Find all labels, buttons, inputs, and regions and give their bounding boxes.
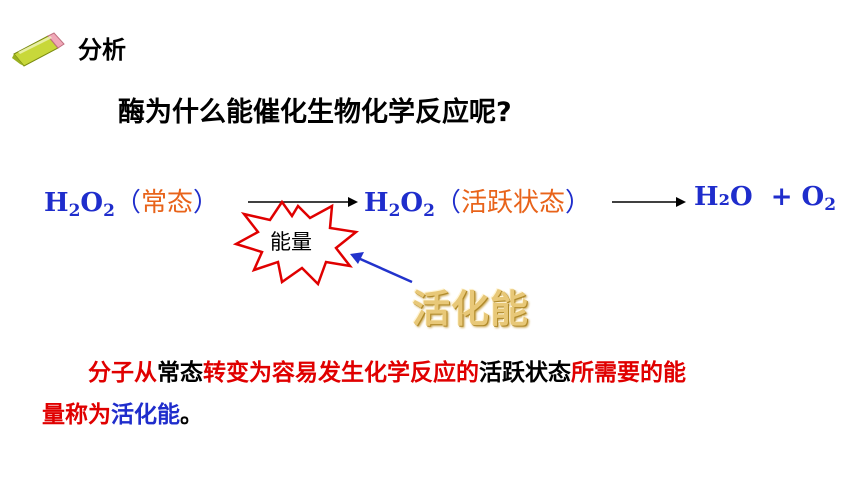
intermediate-state: 活跃状态 xyxy=(460,188,565,218)
activation-energy-label: 活化能 xyxy=(412,287,530,331)
intermediate-formula: H2O2（活跃状态） xyxy=(364,188,591,221)
question-text: 酶为什么能催化生物化学反应呢? xyxy=(118,97,512,128)
product-oxygen: + O xyxy=(770,182,825,212)
section-title: 分析 xyxy=(78,36,126,64)
definition-text-line2: 量称为活化能。 xyxy=(42,402,203,428)
definition-text: 分子从常态转变为容易发生化学反应的活跃状态所需要的能 xyxy=(88,360,686,386)
energy-starburst xyxy=(232,199,360,287)
pencil-icon xyxy=(12,32,65,67)
reactant-formula: H2O2（常态） xyxy=(44,188,219,221)
reactant-state: 常态 xyxy=(140,188,193,218)
product-formula: H₂O + O2 xyxy=(694,182,837,215)
product-water: H₂O xyxy=(694,182,753,212)
energy-label: 能量 xyxy=(270,230,312,254)
